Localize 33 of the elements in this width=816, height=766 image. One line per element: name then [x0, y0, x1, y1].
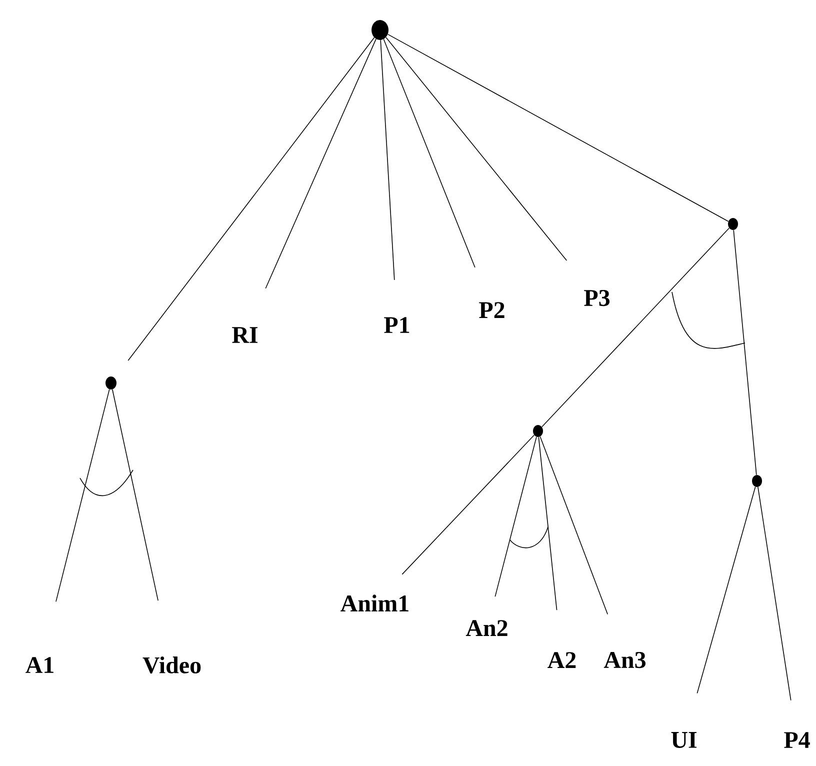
- branch-line: [540, 436, 608, 615]
- branch-line: [380, 40, 395, 280]
- leaf-label: P2: [479, 302, 504, 318]
- leaf-label: P3: [584, 290, 610, 306]
- branch-line: [538, 436, 558, 610]
- tree-node-dot: [533, 425, 543, 437]
- leaf-label: A2: [548, 652, 576, 668]
- tree-node-dot: [752, 475, 762, 487]
- branch-line: [386, 37, 568, 261]
- branch-line: [542, 228, 730, 428]
- branch-line: [112, 389, 158, 601]
- tree-node-dot: [106, 376, 116, 390]
- leaf-label: P1: [384, 317, 410, 333]
- tree-node-dot: [372, 20, 388, 40]
- branch-line: [56, 389, 110, 602]
- branch-line: [402, 434, 535, 575]
- leaf-label: A1: [26, 657, 54, 673]
- leaf-label: RI: [232, 327, 258, 343]
- leaf-label: P4: [784, 732, 810, 748]
- leaf-label: Anim1: [340, 594, 408, 612]
- branch-line: [696, 486, 756, 694]
- leaf-label: UI: [671, 732, 697, 748]
- leaf-label: Video: [142, 656, 201, 674]
- leaf-label: An2: [466, 620, 508, 636]
- branch-line: [387, 34, 729, 222]
- tree-node-dot: [728, 218, 738, 230]
- branch-line: [733, 230, 757, 476]
- branch-line: [758, 486, 792, 701]
- branch-line: [128, 37, 375, 361]
- branch-line: [494, 436, 537, 597]
- branch-line: [265, 38, 376, 289]
- branch-line: [383, 38, 476, 268]
- leaf-label: An3: [604, 652, 646, 668]
